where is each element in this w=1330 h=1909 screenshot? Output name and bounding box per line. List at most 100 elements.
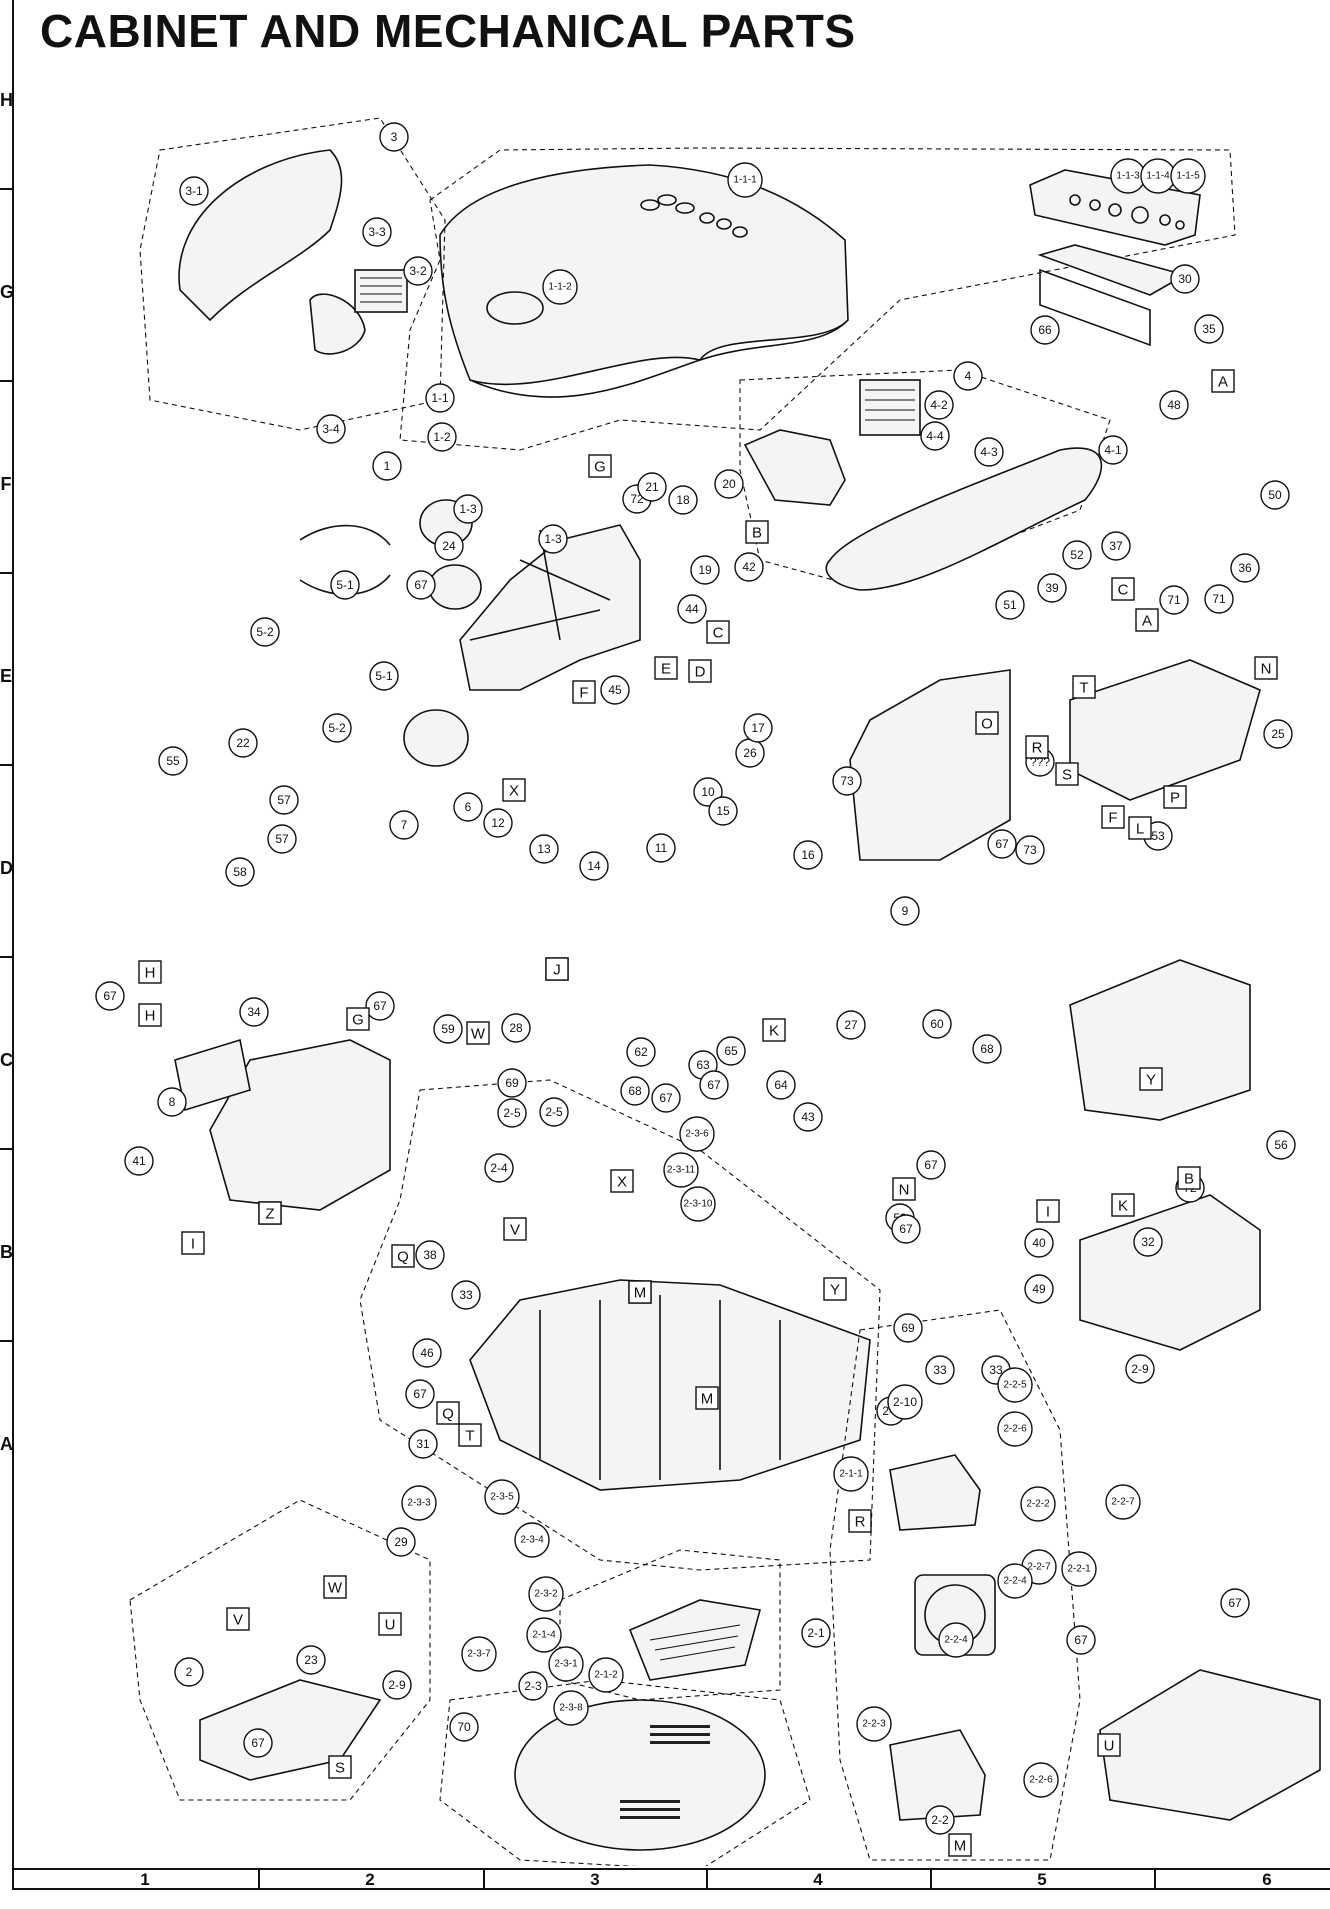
callout-label: 9 [902, 904, 909, 918]
callout-label: 35 [1202, 322, 1216, 336]
connector-label: B [752, 525, 762, 542]
connector-tag: D [688, 659, 712, 683]
part-callout: 60 [922, 1009, 952, 1039]
part-callout: 33 [451, 1280, 481, 1310]
callout-label: 48 [1167, 398, 1181, 412]
callout-bubble [1101, 531, 1131, 561]
part-callout: 69 [893, 1313, 923, 1343]
connector-label: G [594, 459, 606, 476]
optical-engine-block [459, 524, 641, 691]
connector-tag: P [1163, 785, 1187, 809]
connector-label: X [509, 783, 519, 800]
callout-label: 34 [247, 1005, 261, 1019]
part-callout: 2-2-6 [997, 1411, 1033, 1447]
part-callout: 66 [1030, 315, 1060, 345]
callout-label: 2-5 [545, 1105, 563, 1119]
callout-label: 4-3 [980, 445, 998, 459]
part-callout: 2-3-8 [553, 1690, 589, 1726]
part-callout: 9 [890, 896, 920, 926]
part-callout: 18 [668, 485, 698, 515]
callout-bubble [401, 1485, 437, 1521]
part-callout: 1-1-5 [1170, 158, 1206, 194]
part-callout: 68 [620, 1076, 650, 1106]
connector-tag: H [138, 1003, 162, 1027]
callout-label: 2-3-1 [554, 1659, 578, 1670]
callout-bubble [1194, 314, 1224, 344]
callout-label: 40 [1032, 1236, 1046, 1250]
callout-bubble [833, 1456, 869, 1492]
group-outline-bottom-chassis [359, 1079, 881, 1571]
row-divider [0, 764, 14, 766]
callout-bubble [548, 1646, 584, 1682]
connector-box [1111, 577, 1135, 601]
part-callout: 67 [365, 991, 395, 1021]
part-callout: 67 [95, 981, 125, 1011]
power-supply-unit [1079, 1194, 1261, 1351]
connector-tag: M [948, 1833, 972, 1857]
part-callout: 2-2-3 [856, 1706, 892, 1742]
connector-tag: T [1072, 675, 1096, 699]
group-outline-cabinet-top [399, 147, 1236, 451]
lamp-block-56 [1069, 959, 1251, 1121]
part-callout: 67 [916, 1150, 946, 1180]
callout-label: 2-3-7 [467, 1649, 491, 1660]
callout-label: 14 [587, 859, 601, 873]
connector-tag: L [1128, 816, 1152, 840]
connector-box [1072, 675, 1096, 699]
callout-bubble [743, 713, 773, 743]
callout-bubble [405, 1379, 435, 1409]
part-callout: 30 [1170, 264, 1200, 294]
part-callout: 2-9 [1125, 1354, 1155, 1384]
connector-tag: K [762, 1018, 786, 1042]
connector-label: I [1046, 1204, 1050, 1221]
connector-tag: M [628, 1280, 652, 1304]
terminal-bracket-2-7 [199, 1679, 382, 1781]
callout-label: 2-1 [807, 1626, 825, 1640]
connector-tag: W [466, 1021, 490, 1045]
connector-box [948, 1833, 972, 1857]
callout-bubble [330, 570, 360, 600]
callout-bubble [938, 1622, 974, 1658]
connector-box [745, 520, 769, 544]
part-callout: 49 [1024, 1274, 1054, 1304]
lens-hood-4-4 [743, 429, 846, 506]
part-callout: 14 [579, 851, 609, 881]
callout-label: 22 [236, 736, 250, 750]
part-callout: 12 [483, 808, 513, 838]
callout-label: 24 [442, 539, 456, 553]
callout-label: 44 [685, 602, 699, 616]
connector-tag: S [328, 1755, 352, 1779]
callout-label: 57 [277, 793, 291, 807]
part-callout: 16 [793, 840, 823, 870]
part-callout: 4-4 [920, 421, 950, 451]
connector-tag: B [745, 520, 769, 544]
connector-label: B [1184, 1171, 1194, 1188]
callout-label: 29 [394, 1535, 408, 1549]
connector-box [688, 659, 712, 683]
connector-label: D [695, 664, 706, 681]
connector-tag: F [572, 680, 596, 704]
lamp-housing [849, 669, 1011, 861]
callout-bubble [727, 162, 763, 198]
connector-box [823, 1277, 847, 1301]
part-callout: 1-3 [538, 524, 568, 554]
callout-label: 20 [722, 477, 736, 491]
callout-bubble [1170, 264, 1200, 294]
connector-tag: G [588, 454, 612, 478]
callout-label: 63 [696, 1058, 710, 1072]
callout-label: 5-2 [328, 721, 346, 735]
col-label-5: 5 [1037, 1870, 1047, 1889]
connector-box [346, 1007, 370, 1031]
connector-box [1254, 656, 1278, 680]
connector-label: Y [1146, 1072, 1156, 1089]
callout-bubble [538, 524, 568, 554]
connector-tag: Y [1139, 1067, 1163, 1091]
callout-bubble [529, 834, 559, 864]
callout-bubble [699, 1070, 729, 1100]
callout-bubble [716, 1036, 746, 1066]
callout-label: 3-1 [185, 184, 203, 198]
connector-label: H [145, 965, 156, 982]
row-label-b: B [0, 1242, 13, 1262]
row-label-f: F [0, 474, 12, 494]
